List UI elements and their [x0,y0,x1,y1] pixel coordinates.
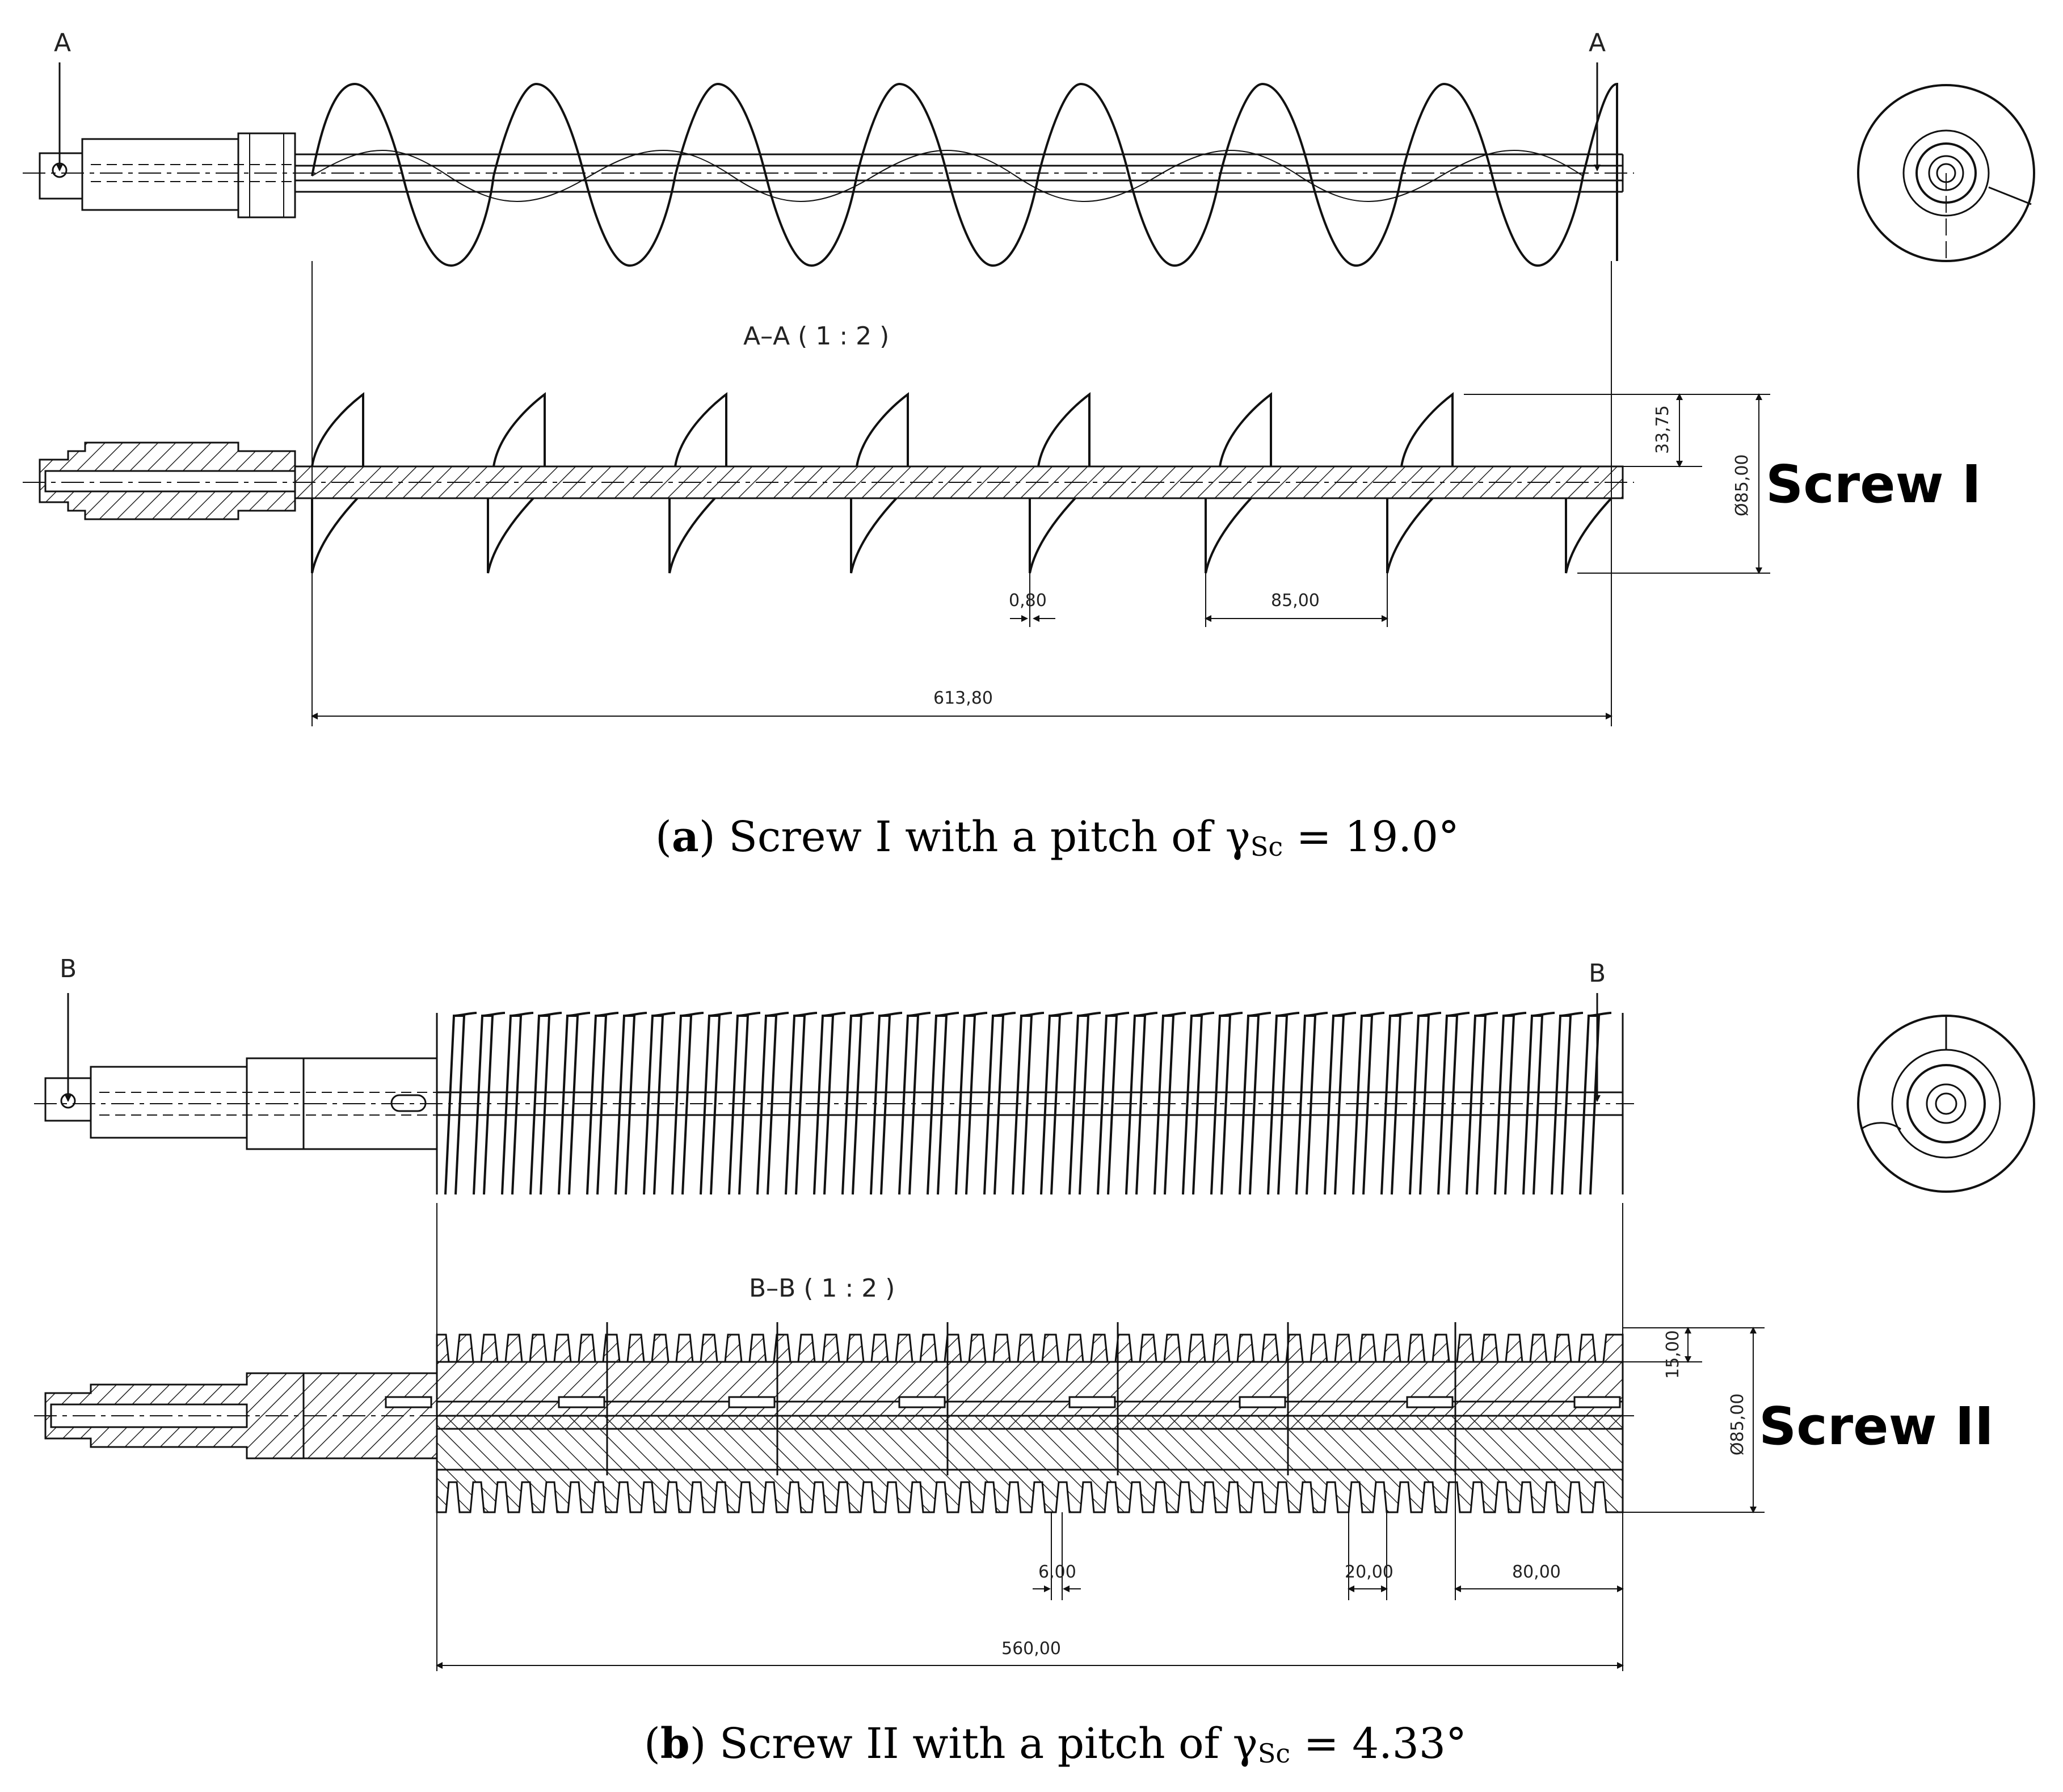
screw1-end-view [1857,84,2035,262]
screw1-dim-pitch: 85,00 [1271,591,1320,611]
screw2-dim-diameter: Ø85,00 [1728,1394,1748,1456]
caption-b-sub: Sc [1258,1738,1290,1769]
screw2-dim-thickness: 6,00 [1038,1562,1076,1582]
screw2-top-view: B B [34,954,1634,1195]
screw2-section-title: B–B ( 1 : 2 ) [749,1274,895,1303]
caption-b-text: Screw II with a pitch of [706,1719,1233,1768]
caption-b: (b) Screw II with a pitch of γSc = 4.33° [644,1719,1467,1769]
screw1-flights-bottom [311,497,1612,574]
screw1-section-letter-right: A [1589,28,1606,57]
caption-a-symbol: γ [1226,813,1251,861]
caption-a-sub: Sc [1251,831,1283,862]
screw2-section-view: B–B ( 1 : 2 ) [34,1203,1994,1671]
caption-b-value: = 4.33° [1290,1719,1467,1768]
caption-b-symbol: γ [1233,1719,1258,1768]
screw1-flights-top [311,392,1454,467]
screw2-thread [444,1012,1612,1195]
screw2-section-letter-left: B [60,954,77,983]
screw2-end-view [1857,1015,2035,1193]
screw2-dim-flight-height: 15,00 [1663,1330,1683,1379]
screw1-section-letter-left: A [54,28,71,57]
caption-a-text: Screw I with a pitch of [715,813,1226,861]
screw1-top-view: A A [23,28,1634,267]
screw2-dim-pitch: 20,00 [1345,1562,1393,1582]
caption-a: (a) Screw I with a pitch of γSc = 19.0° [655,813,1459,862]
screw2-label: Screw II [1759,1396,1994,1457]
screw1-dim-length: 613,80 [933,688,993,708]
caption-a-value: = 19.0° [1283,813,1459,861]
caption-b-letter: b [660,1719,690,1768]
screw2-section-letter-right: B [1589,959,1606,988]
screw1-dim-flight-height: 33,75 [1653,405,1673,454]
screw1-dim-thickness: 0,80 [1009,591,1047,611]
screw2-dim-length: 560,00 [1001,1639,1061,1659]
screw2-dim-segment: 80,00 [1512,1562,1561,1582]
screw1-label: Screw I [1766,454,1981,515]
screw1-section-view: A–A ( 1 : 2 ) [23,261,1981,726]
screw2-segment-dividers [606,1322,1456,1475]
caption-a-letter: a [672,813,699,861]
screw1-section-title: A–A ( 1 : 2 ) [743,322,889,351]
screw2-key-slots [385,1396,1621,1408]
screw1-dim-diameter: Ø85,00 [1732,455,1752,517]
